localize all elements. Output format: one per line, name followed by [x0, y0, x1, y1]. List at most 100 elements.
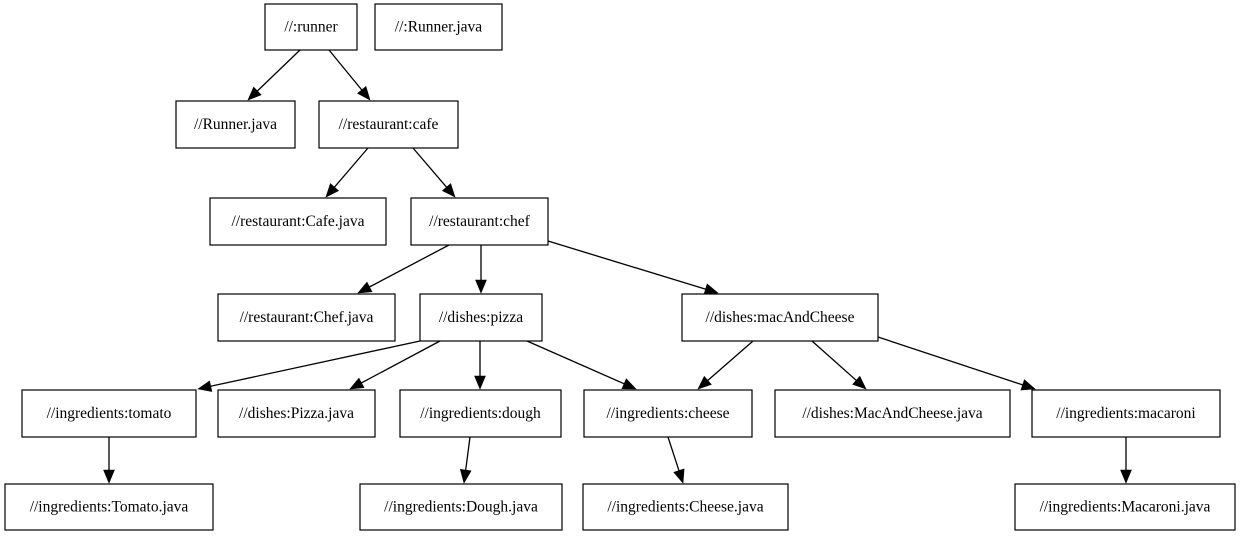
- graph-edge-line: [412, 147, 449, 190]
- graph-node-label: //ingredients:cheese: [606, 405, 729, 422]
- graph-edge-line: [877, 336, 1025, 387]
- graph-edge: [667, 436, 685, 484]
- graph-node-label: //ingredients:Cheese.java: [607, 499, 763, 516]
- graph-node-label: //dishes:Pizza.java: [239, 405, 354, 422]
- graph-node-label: //ingredients:Dough.java: [384, 499, 538, 516]
- graph-node[interactable]: //dishes:macAndCheese: [681, 293, 879, 342]
- graph-node-box[interactable]: [209, 197, 387, 246]
- graph-edge: [357, 244, 450, 294]
- graph-edge-line: [526, 340, 627, 386]
- graph-node-box[interactable]: [1014, 483, 1236, 531]
- graph-node-label: //Runner.java: [194, 116, 277, 133]
- graph-node[interactable]: //ingredients:Cheese.java: [582, 483, 789, 531]
- graph-node-label: //:runner: [284, 19, 338, 36]
- graph-edge: [247, 49, 301, 101]
- graph-node-box[interactable]: [399, 389, 562, 438]
- graph-edge: [328, 49, 371, 101]
- graph-edge-arrowhead: [349, 377, 365, 390]
- graph-node[interactable]: //ingredients:macaroni: [1031, 389, 1221, 438]
- graph-node-box[interactable]: [410, 197, 549, 246]
- graph-node-label: //ingredients:dough: [420, 405, 541, 422]
- graph-edge: [697, 340, 754, 390]
- graph-node[interactable]: //ingredients:tomato: [21, 389, 197, 438]
- graph-edge-arrowhead: [197, 380, 213, 392]
- graph-edge: [475, 245, 487, 294]
- graph-edge-arrowhead: [325, 183, 340, 198]
- graph-edge: [459, 436, 472, 484]
- graph-edge: [349, 340, 441, 390]
- graph-edge: [325, 147, 369, 198]
- graph-node[interactable]: //dishes:pizza: [419, 293, 543, 342]
- graph-edge-arrowhead: [852, 375, 867, 390]
- graph-edge: [412, 147, 456, 198]
- edge-layer: [103, 49, 1132, 484]
- graph-node-box[interactable]: [217, 389, 376, 438]
- graph-node[interactable]: //restaurant:cafe: [318, 100, 459, 149]
- graph-node-box[interactable]: [264, 3, 358, 51]
- graph-node[interactable]: //ingredients:Macaroni.java: [1014, 483, 1236, 531]
- graph-node-box[interactable]: [374, 3, 503, 51]
- graph-edge-line: [255, 49, 301, 93]
- graph-node[interactable]: //Runner.java: [175, 100, 296, 149]
- graph-edge-line: [332, 147, 369, 190]
- graph-node-label: //ingredients:macaroni: [1056, 405, 1196, 422]
- graph-node[interactable]: //ingredients:Dough.java: [359, 483, 563, 531]
- graph-edge-line: [208, 340, 421, 388]
- graph-node[interactable]: //:runner: [264, 3, 358, 51]
- graph-edge-arrowhead: [1120, 469, 1132, 484]
- graph-edge: [547, 240, 719, 295]
- graph-node-label: //:Runner.java: [395, 19, 483, 36]
- graph-edge-line: [359, 340, 441, 385]
- graph-node-label: //restaurant:chef: [429, 213, 531, 230]
- graph-node-box[interactable]: [318, 100, 459, 149]
- graph-edge-arrowhead: [703, 283, 719, 295]
- graph-edge-line: [705, 340, 754, 383]
- graph-node-box[interactable]: [175, 100, 296, 149]
- node-layer: //:runner //:Runner.java //Runner.java //re…: [4, 3, 1236, 531]
- graph-node[interactable]: //:Runner.java: [374, 3, 503, 51]
- graph-node-label: //restaurant:Chef.java: [240, 309, 374, 326]
- graph-edge-line: [547, 240, 708, 291]
- graph-node-box[interactable]: [4, 483, 214, 531]
- graph-edge-arrowhead: [357, 281, 373, 294]
- graph-node-box[interactable]: [419, 293, 543, 342]
- graph-node-box[interactable]: [217, 293, 396, 342]
- graph-edge-arrowhead: [247, 86, 262, 101]
- graph-node-box[interactable]: [583, 389, 753, 438]
- graph-node-label: //restaurant:cafe: [339, 116, 439, 133]
- graph-node[interactable]: //restaurant:Chef.java: [217, 293, 396, 342]
- graph-edge-arrowhead: [357, 86, 371, 101]
- graph-node[interactable]: //dishes:Pizza.java: [217, 389, 376, 438]
- graph-node-box[interactable]: [21, 389, 197, 438]
- graph-edge-line: [367, 244, 450, 289]
- graph-edge-line: [328, 49, 364, 92]
- graph-node-box[interactable]: [774, 389, 1011, 438]
- graph-node-label: //dishes:macAndCheese: [706, 309, 855, 326]
- graph-edge-arrowhead: [621, 378, 637, 390]
- graph-node-box[interactable]: [359, 483, 563, 531]
- graph-node[interactable]: //ingredients:cheese: [583, 389, 753, 438]
- graph-node-box[interactable]: [681, 293, 879, 342]
- graph-node[interactable]: //dishes:MacAndCheese.java: [774, 389, 1011, 438]
- graph-node-label: //ingredients:Tomato.java: [30, 499, 189, 516]
- graph-edge: [103, 437, 115, 484]
- graph-node-box[interactable]: [1031, 389, 1221, 438]
- graph-edge: [474, 341, 486, 390]
- graph-edge-arrowhead: [459, 469, 472, 484]
- graph-edge-line: [667, 436, 681, 473]
- graph-node[interactable]: //ingredients:Tomato.java: [4, 483, 214, 531]
- graph-edge-arrowhead: [441, 183, 456, 198]
- graph-node-label: //dishes:MacAndCheese.java: [802, 405, 982, 422]
- graph-edge-arrowhead: [673, 468, 685, 484]
- graph-node-label: //ingredients:tomato: [47, 405, 172, 422]
- graph-edge-arrowhead: [103, 469, 115, 484]
- graph-node[interactable]: //restaurant:chef: [410, 197, 549, 246]
- graph-node-box[interactable]: [582, 483, 789, 531]
- graph-node[interactable]: //ingredients:dough: [399, 389, 562, 438]
- graph-edge-arrowhead: [475, 279, 487, 294]
- graph-edge-arrowhead: [697, 375, 712, 390]
- graph-edge-arrowhead: [1020, 379, 1036, 391]
- graph-node[interactable]: //restaurant:Cafe.java: [209, 197, 387, 246]
